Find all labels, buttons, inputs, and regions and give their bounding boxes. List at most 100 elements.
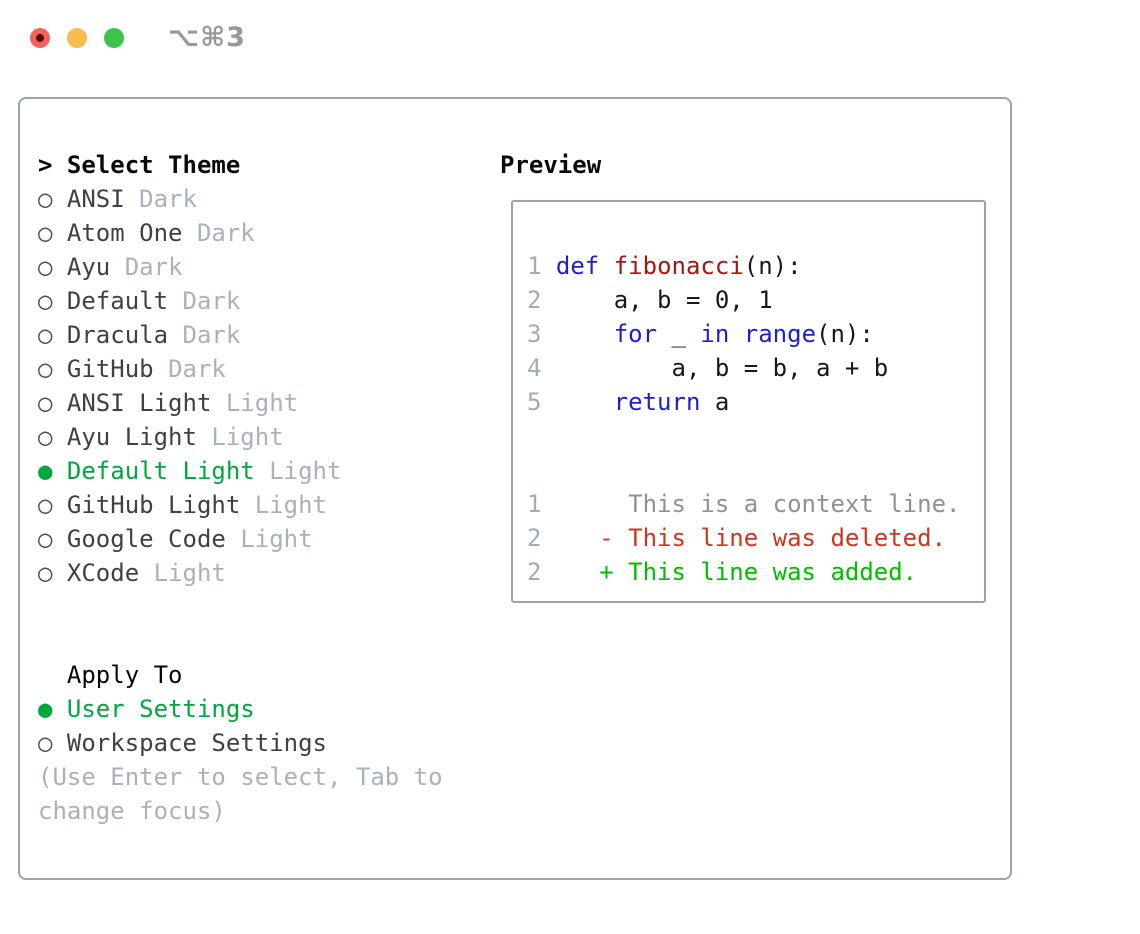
line-number: 1	[527, 252, 542, 280]
radio-off-icon: ○	[38, 253, 53, 281]
radio-off-icon: ○	[38, 185, 53, 213]
window-title: ⌥⌘3	[168, 22, 246, 53]
preview-line: 4 a, b = b, a + b	[527, 351, 984, 385]
radio-on-icon: ●	[38, 457, 53, 485]
code-token: This is a context line.	[541, 490, 961, 518]
option-label: User Settings	[66, 695, 255, 723]
apply-option-user-settings[interactable]: ● User Settings	[38, 692, 327, 726]
code-token: for	[613, 320, 658, 348]
code-token: + This line was added.	[541, 558, 918, 586]
preview-blank-line	[527, 419, 984, 453]
theme-item-default-light[interactable]: ● Default Light Light	[38, 454, 341, 488]
theme-picker-panel: > Select Theme○ ANSI Dark○ Atom One Dark…	[18, 97, 1012, 880]
option-label: Ayu	[66, 253, 111, 281]
code-token: a	[700, 388, 730, 416]
close-button[interactable]	[30, 28, 50, 48]
theme-item-default[interactable]: ○ Default Dark	[38, 284, 341, 318]
code-token: (n):	[743, 252, 802, 280]
code-token	[599, 252, 613, 280]
theme-item-github-light[interactable]: ○ GitHub Light Light	[38, 488, 341, 522]
option-label: Atom One	[66, 219, 183, 247]
theme-list-header-label: Select Theme	[66, 151, 241, 179]
apply-to-header-prefix	[38, 661, 67, 689]
theme-list-header-prefix: >	[38, 151, 67, 179]
preview-line: 3 for _ in range(n):	[527, 317, 984, 351]
code-token: in	[700, 320, 730, 348]
radio-off-icon: ○	[38, 423, 53, 451]
apply-to-group: Apply To ● User Settings○ Workspace Setti…	[38, 658, 327, 760]
theme-item-dracula[interactable]: ○ Dracula Dark	[38, 318, 341, 352]
zoom-button[interactable]	[104, 28, 124, 48]
radio-off-icon: ○	[38, 559, 53, 587]
option-tag: Dark	[139, 185, 197, 213]
radio-off-icon: ○	[38, 321, 53, 349]
theme-item-atom-one[interactable]: ○ Atom One Dark	[38, 216, 341, 250]
line-number: 4	[527, 354, 542, 382]
code-token: a, b = b, a + b	[541, 354, 889, 382]
apply-to-header-label: Apply To	[66, 661, 183, 689]
code-token: def	[555, 252, 600, 280]
theme-item-google-code[interactable]: ○ Google Code Light	[38, 522, 341, 556]
code-token: a, b = 0, 1	[541, 286, 773, 314]
line-number: 2	[527, 286, 542, 314]
apply-option-workspace-settings[interactable]: ○ Workspace Settings	[38, 726, 327, 760]
line-number: 3	[527, 320, 542, 348]
line-number: 5	[527, 388, 542, 416]
option-tag: Dark	[182, 321, 241, 349]
option-label: Default	[66, 287, 169, 315]
theme-list: > Select Theme○ ANSI Dark○ Atom One Dark…	[38, 148, 341, 590]
option-label: GitHub Light	[66, 491, 241, 519]
preview-line: 2 - This line was deleted.	[527, 521, 984, 555]
option-tag: Dark	[182, 287, 241, 315]
minimize-button[interactable]	[67, 28, 87, 48]
theme-item-ansi[interactable]: ○ ANSI Dark	[38, 182, 341, 216]
option-label: Default Light	[66, 457, 255, 485]
option-tag: Light	[225, 389, 299, 417]
radio-off-icon: ○	[38, 525, 53, 553]
option-label: Ayu Light	[66, 423, 197, 451]
option-label: Google Code	[66, 525, 226, 553]
option-tag: Dark	[124, 253, 183, 281]
preview-line: 1 This is a context line.	[527, 487, 984, 521]
preview-blank-line	[527, 453, 984, 487]
code-token: - This line was deleted.	[541, 524, 947, 552]
code-token: (n):	[816, 320, 874, 348]
code-token	[541, 252, 555, 280]
option-label: Dracula	[66, 321, 169, 349]
option-tag: Dark	[168, 355, 226, 383]
option-tag: Dark	[196, 219, 255, 247]
option-tag: Light	[269, 457, 342, 485]
unsaved-dot-icon	[36, 34, 44, 42]
code-token: fibonacci	[613, 252, 744, 280]
radio-off-icon: ○	[38, 729, 53, 757]
preview-heading: Preview	[500, 151, 602, 179]
code-token: _	[657, 320, 701, 348]
option-tag: Light	[211, 423, 284, 451]
theme-item-xcode[interactable]: ○ XCode Light	[38, 556, 341, 590]
code-token: range	[743, 320, 817, 348]
apply-to-header: Apply To	[38, 658, 327, 692]
option-tag: Light	[254, 491, 327, 519]
option-tag: Light	[240, 525, 313, 553]
code-token	[541, 320, 613, 348]
theme-item-ayu[interactable]: ○ Ayu Dark	[38, 250, 341, 284]
option-label: ANSI Light	[66, 389, 212, 417]
line-number: 1	[527, 490, 542, 518]
option-label: GitHub	[66, 355, 154, 383]
theme-item-ayu-light[interactable]: ○ Ayu Light Light	[38, 420, 341, 454]
preview-line: 2 a, b = 0, 1	[527, 283, 984, 317]
line-number: 2	[527, 558, 542, 586]
line-number: 2	[527, 524, 542, 552]
radio-off-icon: ○	[38, 219, 53, 247]
option-label: ANSI	[66, 185, 125, 213]
theme-item-github[interactable]: ○ GitHub Dark	[38, 352, 341, 386]
preview-line: 1 def fibonacci(n):	[527, 249, 984, 283]
code-token: return	[613, 388, 701, 416]
radio-off-icon: ○	[38, 355, 53, 383]
radio-off-icon: ○	[38, 491, 53, 519]
preview-line: 2 + This line was added.	[527, 555, 984, 589]
theme-item-ansi-light[interactable]: ○ ANSI Light Light	[38, 386, 341, 420]
code-token	[541, 388, 613, 416]
